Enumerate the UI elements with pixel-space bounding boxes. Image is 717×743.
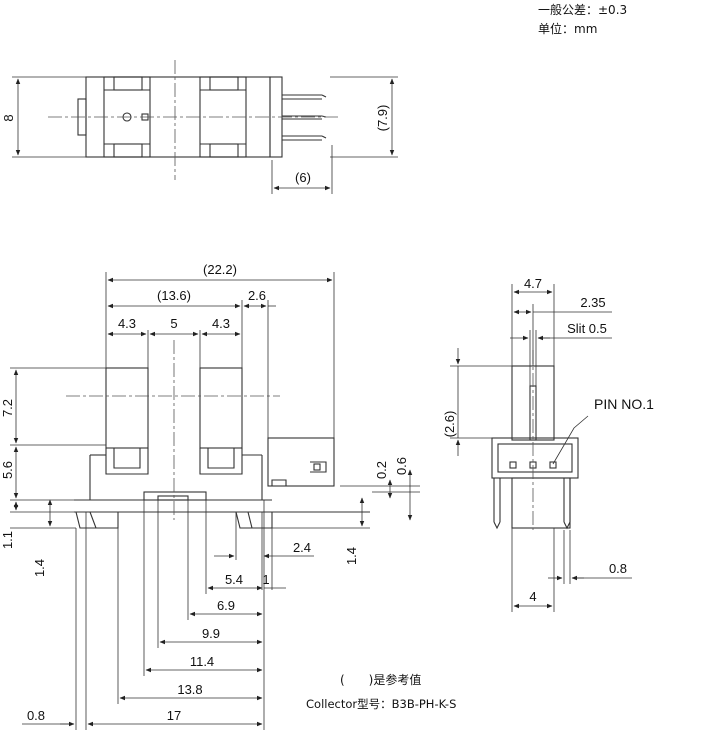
- dim-top-height: 8: [1, 114, 16, 121]
- dim-base-thickness: 1.1: [0, 531, 15, 549]
- dim-slot-right: 4.3: [212, 316, 230, 331]
- collector-note: Collector型号：B3B-PH-K-S: [306, 697, 457, 711]
- front-view-dimensions: [10, 272, 420, 730]
- dim-5-4: 5.4: [225, 572, 243, 587]
- dim-6-9: 6.9: [217, 598, 235, 613]
- dim-0-8-left: 0.8: [27, 708, 45, 723]
- dim-tab-width: 2.4: [293, 540, 311, 555]
- dim-side-bottom: 4: [529, 589, 536, 604]
- dim-step-right: 0.6: [394, 457, 409, 475]
- dim-base-left: 1.4: [32, 559, 47, 577]
- side-view: [491, 365, 579, 530]
- dim-total-width: (22.2): [203, 262, 237, 277]
- dim-slot-gap: 5: [170, 316, 177, 331]
- dim-side-slit: Slit 0.5: [567, 321, 607, 336]
- dim-17: 17: [167, 708, 181, 723]
- dim-inner-width: (13.6): [157, 288, 191, 303]
- dim-side-0-8: 0.8: [609, 561, 627, 576]
- dim-side-width-top: 4.7: [524, 276, 542, 291]
- dim-13-8: 13.8: [177, 682, 202, 697]
- unit-note: 单位：mm: [538, 22, 598, 36]
- dim-step-right-small: 0.2: [374, 461, 389, 479]
- dim-1: 1: [262, 572, 269, 587]
- dim-9-9: 9.9: [202, 626, 220, 641]
- front-view: [74, 367, 370, 529]
- pin-no-1-label: PIN NO.1: [594, 396, 654, 412]
- side-view-dim-text: 4.7 2.35 Slit 0.5 (2.6) PIN NO.1 0.8 4: [442, 276, 654, 604]
- top-view: [77, 76, 327, 158]
- dim-height-lower: 5.6: [0, 461, 15, 479]
- front-view-centerlines: [66, 340, 280, 520]
- side-view-dimensions: [450, 284, 632, 612]
- dim-side-2-35: 2.35: [580, 295, 605, 310]
- dim-top-pin: (6): [295, 170, 311, 185]
- dim-pin-offset: 2.6: [248, 288, 266, 303]
- dim-top-right-height: (7.9): [375, 105, 390, 132]
- top-view-centerlines: [48, 60, 340, 180]
- dim-11-4: 11.4: [190, 654, 214, 669]
- tolerance-note: 一般公差：±0.3: [538, 3, 628, 17]
- reference-note: ( )是参考值: [340, 673, 422, 687]
- dim-slot-left: 4.3: [118, 316, 136, 331]
- dim-height-upper: 7.2: [0, 399, 15, 417]
- dim-base-right: 1.4: [344, 547, 359, 565]
- front-view-dim-text: (22.2) (13.6) 2.6 4.3 5 4.3 7.2 5.6 1.1 …: [0, 262, 409, 723]
- dim-side-2-6: (2.6): [442, 411, 457, 438]
- top-view-dimensions: [12, 76, 398, 194]
